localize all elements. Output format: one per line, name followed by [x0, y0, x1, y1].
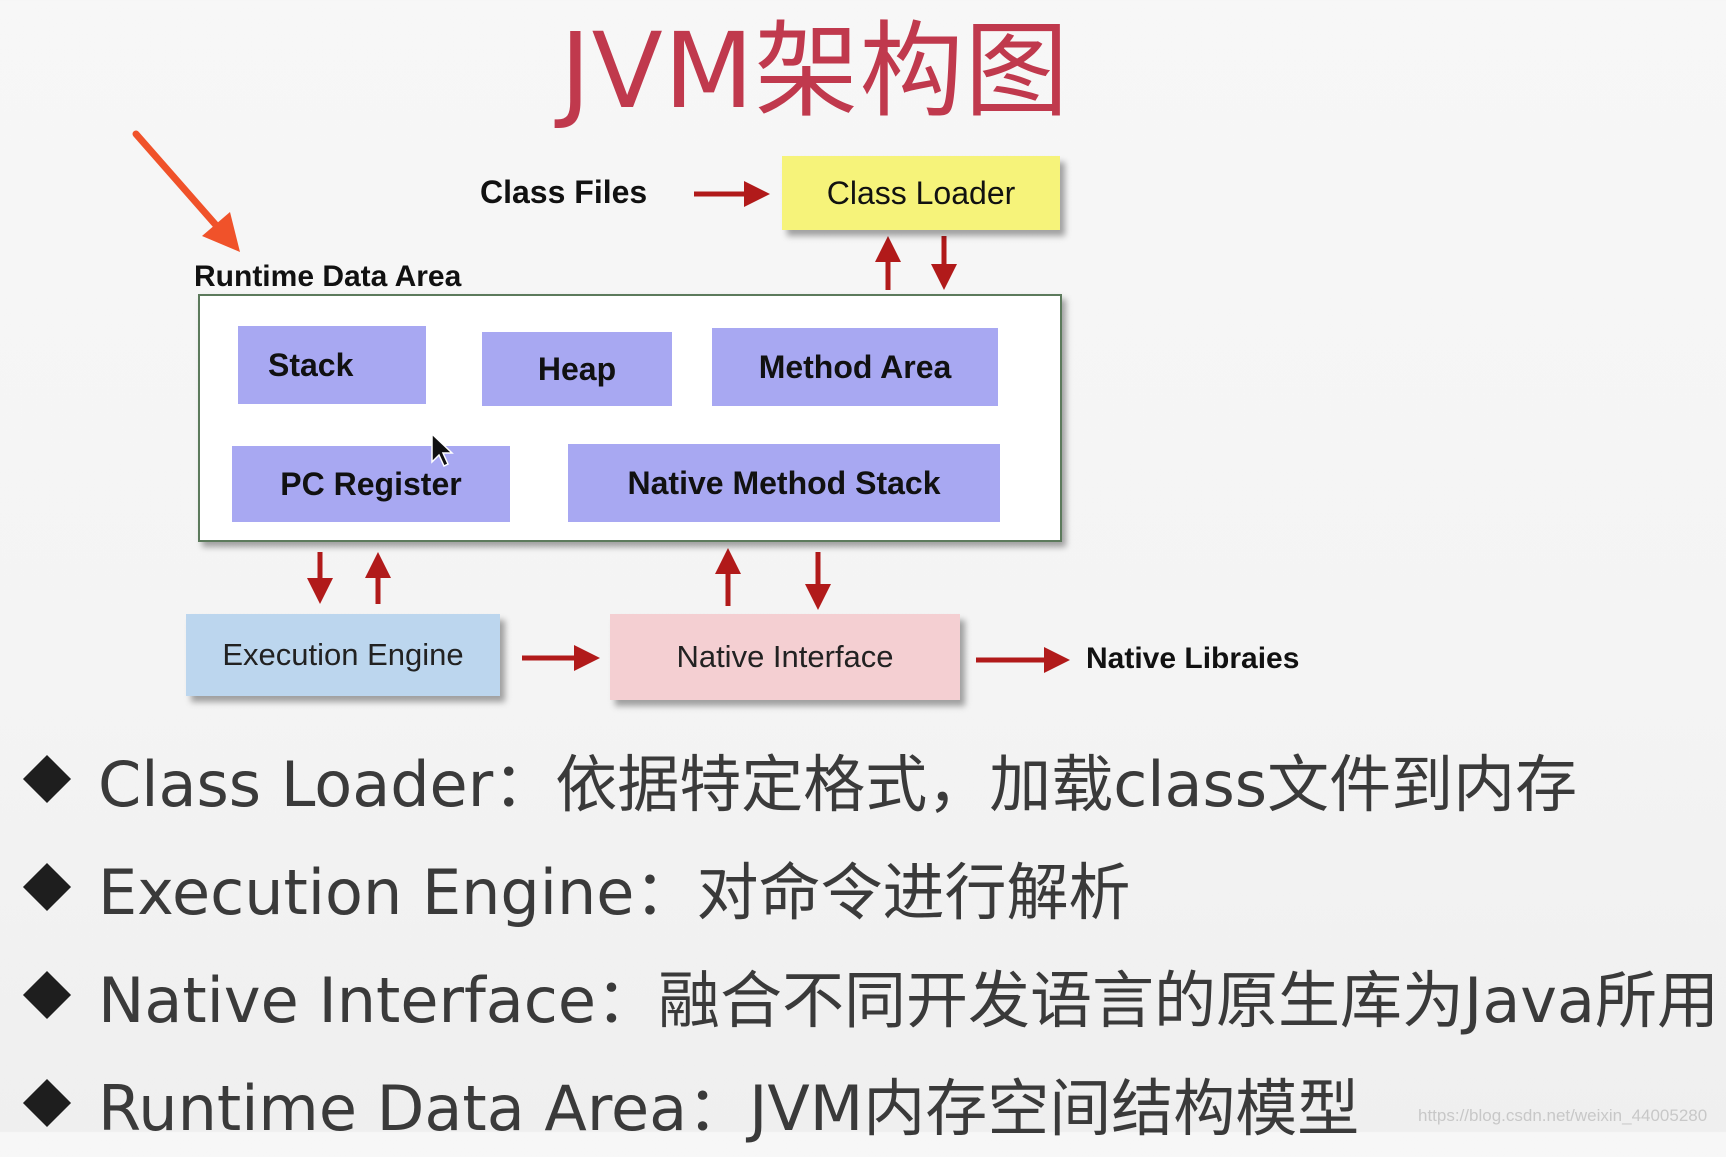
bullet-text: Execution Engine：对命令进行解析 [98, 856, 1131, 929]
diamond-bullet-icon [22, 1078, 72, 1128]
bullet-text: Runtime Data Area：JVM内存空间结构模型 [98, 1072, 1360, 1145]
arrow-interface-to-runtime [715, 548, 741, 606]
stack-box: Stack [238, 326, 426, 404]
arrow-engine-to-runtime [365, 552, 391, 604]
diamond-bullet-icon [22, 862, 72, 912]
list-item: Native Interface：融合不同开发语言的原生库为Java所用 [20, 941, 1720, 1049]
native-method-stack-box: Native Method Stack [568, 444, 1000, 522]
arrow-interface-to-libraries [976, 647, 1070, 673]
arrow-loader-to-runtime [931, 236, 957, 290]
bullet-text: Class Loader：依据特定格式，加载class文件到内存 [98, 748, 1578, 821]
arrow-runtime-to-loader [875, 236, 901, 290]
arrow-runtime-to-engine [307, 552, 333, 604]
list-item: Runtime Data Area：JVM内存空间结构模型 [20, 1049, 1720, 1157]
class-files-label: Class Files [480, 174, 648, 210]
diagram-arrows [132, 130, 1070, 673]
heap-box: Heap [482, 332, 672, 406]
pointer-arrow-icon [132, 130, 240, 252]
execution-engine-box: Execution Engine [186, 614, 500, 696]
bullet-text: Native Interface：融合不同开发语言的原生库为Java所用 [98, 964, 1719, 1037]
diamond-bullet-icon [22, 754, 72, 804]
arrow-engine-to-interface [522, 645, 600, 671]
page-title: JVM架构图 [560, 10, 1070, 132]
diamond-bullet-icon [22, 970, 72, 1020]
list-item: Execution Engine：对命令进行解析 [20, 833, 1720, 941]
watermark: https://blog.csdn.net/weixin_44005280 [1418, 1106, 1708, 1125]
list-item: Class Loader：依据特定格式，加载class文件到内存 [20, 725, 1720, 833]
bullet-list: Class Loader：依据特定格式，加载class文件到内存 Executi… [20, 725, 1720, 1157]
class-loader-box: Class Loader [782, 156, 1060, 230]
method-area-box: Method Area [712, 328, 998, 406]
arrow-class-files-to-loader [694, 181, 770, 207]
native-interface-box: Native Interface [610, 614, 960, 700]
slide: JVM架构图 [22, 10, 1719, 1145]
pc-register-box: PC Register [232, 446, 510, 522]
native-libraries-label: Native Libraies [1086, 642, 1300, 675]
arrow-runtime-to-interface [805, 552, 831, 610]
runtime-data-area-label: Runtime Data Area [194, 260, 462, 293]
